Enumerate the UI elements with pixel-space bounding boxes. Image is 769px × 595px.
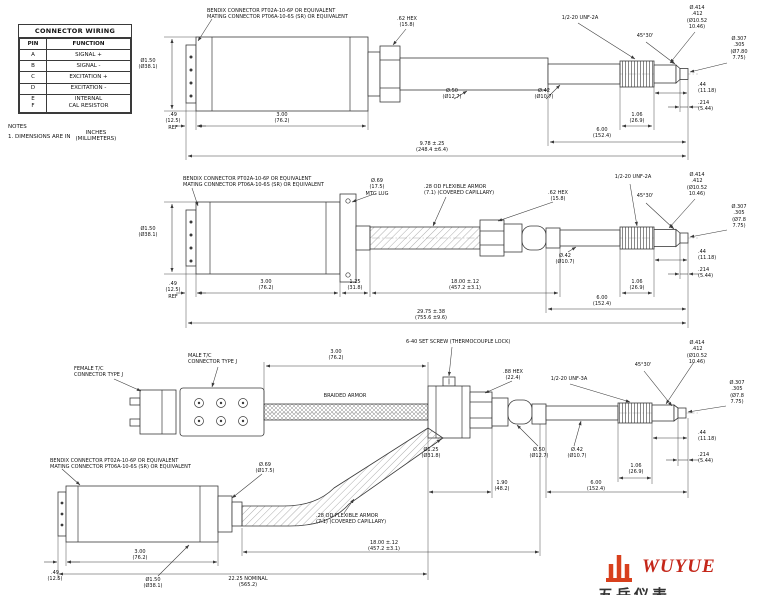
flexible-armor-2 xyxy=(369,226,481,250)
flange-and-armor-2 xyxy=(339,193,698,283)
dimension-lines-2 xyxy=(164,201,699,328)
connector-body-2 xyxy=(185,201,341,275)
threaded-section-2 xyxy=(619,226,655,250)
pin-cell: C xyxy=(19,71,47,84)
threaded-section-1 xyxy=(619,60,655,88)
notes-block: NOTES 1. DIMENSIONS ARE IN INCHES (MILLI… xyxy=(8,124,116,142)
header-row: PIN FUNCTION xyxy=(19,37,131,51)
function-cell: INTERNAL CAL RESISTOR xyxy=(46,93,131,113)
pin-cell: E F xyxy=(19,93,47,113)
leader-lines-3 xyxy=(61,346,727,577)
table-title: CONNECTOR WIRING xyxy=(19,25,131,38)
brand-logo: WUYUE xyxy=(600,548,716,586)
units-millimeters: (MILLIMETERS) xyxy=(75,136,117,142)
leader-lines-2 xyxy=(191,183,728,253)
units-stack: INCHES (MILLIMETERS) xyxy=(76,130,117,142)
stem-assembly-1 xyxy=(367,45,698,103)
notes-heading: NOTES xyxy=(8,124,27,130)
company-name-cropped: 五岳仪表 xyxy=(598,586,671,595)
tc-connectors-3 xyxy=(129,387,265,437)
function-cell: EXCITATION + xyxy=(46,71,131,84)
brand-name: WUYUE xyxy=(642,556,716,577)
stem-assembly-3 xyxy=(427,376,687,439)
drawing-1 xyxy=(164,18,728,160)
leader-lines-1 xyxy=(197,18,728,100)
drawing-2 xyxy=(164,183,728,328)
drawing-3 xyxy=(44,346,727,580)
note-1: 1. DIMENSIONS ARE IN INCHES (MILLIMETERS… xyxy=(8,130,116,142)
dimension-lines-3 xyxy=(44,362,699,580)
function-cell: SIGNAL + xyxy=(46,49,131,62)
connector-body-1 xyxy=(185,36,369,112)
stem-assembly-2 xyxy=(479,219,689,257)
logo-mark-icon xyxy=(606,555,632,582)
connector-body-3 xyxy=(57,485,243,543)
pin-cell: B xyxy=(19,60,47,73)
threaded-section-3 xyxy=(617,402,653,424)
units-inches: INCHES xyxy=(85,130,107,136)
pin-cell: A xyxy=(19,49,47,62)
pin-column-header: PIN xyxy=(19,37,47,51)
note-1-text: 1. DIMENSIONS ARE IN xyxy=(8,134,71,140)
function-cell: SIGNAL - xyxy=(46,60,131,73)
function-cell: EXCITATION - xyxy=(46,82,131,95)
flexible-armor-3 xyxy=(241,427,444,527)
dimension-lines-1 xyxy=(164,36,699,160)
pin-cell: D xyxy=(19,82,47,95)
function-column-header: FUNCTION xyxy=(46,37,131,51)
